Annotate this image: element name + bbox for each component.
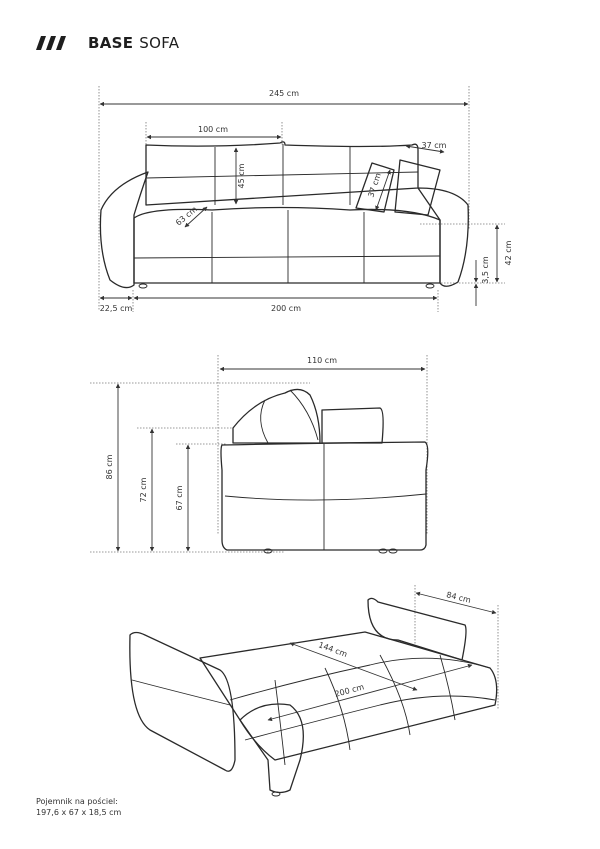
dim-armrest-width: 22,5 cm xyxy=(100,304,133,313)
dim-seat-width: 200 cm xyxy=(271,304,301,313)
dim-backrest-section-width: 100 cm xyxy=(198,125,228,134)
dim-total-height: 86 cm xyxy=(105,454,114,479)
side-view: 110 cm 86 cm 72 cm 67 cm xyxy=(90,355,429,554)
storage-footnote: Pojemnik na pościel: 197,6 x 67 x 18,5 c… xyxy=(36,796,121,818)
front-view: 245 cm 100 cm 45 cm 37 cm 37 cm 63 xyxy=(98,86,513,313)
dim-armrest-height: 67 cm xyxy=(175,485,184,510)
storage-dimensions: 197,6 x 67 x 18,5 cm xyxy=(36,808,122,817)
dim-pillow-height: 37 cm xyxy=(366,172,382,199)
dim-leg-height: 3,5 cm xyxy=(481,256,490,284)
dim-sleeping-length: 200 cm xyxy=(334,682,366,699)
dim-overall-width: 245 cm xyxy=(269,89,299,98)
storage-label: Pojemnik na pościel: xyxy=(36,797,118,806)
brand-name: BASE xyxy=(88,34,134,52)
dim-backrest-depth: 84 cm xyxy=(445,590,472,605)
dim-pillow-width: 37 cm xyxy=(422,141,447,150)
product-name: SOFA xyxy=(139,34,180,52)
page-header: BASE SOFA xyxy=(36,34,179,52)
dim-backrest-height: 45 cm xyxy=(237,163,246,188)
dim-sleeping-width: 144 cm xyxy=(317,640,348,659)
bed-view: 84 cm 144 cm 200 cm xyxy=(129,585,499,797)
triple-slash-logo-icon xyxy=(36,36,66,50)
dim-backrest-height-side: 72 cm xyxy=(139,477,148,502)
dim-seat-depth: 63 cm xyxy=(174,204,199,227)
dim-depth: 110 cm xyxy=(307,356,337,365)
dim-seat-height: 42 cm xyxy=(504,240,513,265)
